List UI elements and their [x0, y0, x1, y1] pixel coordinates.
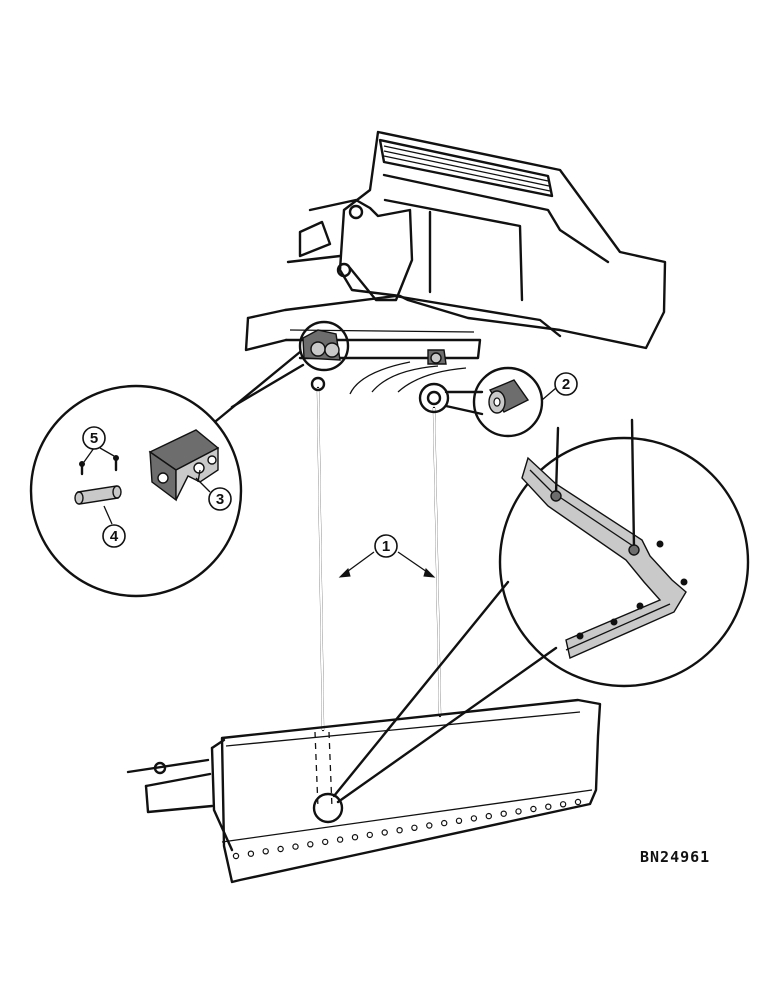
- dozer-blade: [126, 698, 602, 884]
- callout-3-label: 3: [216, 491, 224, 508]
- blade-bolt-holes: [232, 798, 582, 860]
- bolt-hole: [247, 850, 255, 857]
- bolt-hole: [530, 805, 537, 813]
- callout-5: 5: [82, 426, 106, 450]
- bolt-hole: [322, 838, 329, 846]
- bolt-hole: [545, 803, 552, 810]
- bolt-hole: [262, 848, 269, 855]
- figure-reference-code: BN24961: [640, 848, 710, 866]
- bolt-hole: [292, 843, 299, 850]
- bolt-hole: [396, 827, 403, 834]
- bolt-hole: [455, 817, 463, 825]
- bolt-hole: [441, 819, 448, 827]
- bolt-hole: [500, 810, 507, 817]
- callout-4: 4: [102, 524, 126, 548]
- bolt-hole: [277, 845, 284, 853]
- bolt-hole: [559, 801, 567, 808]
- bolt-hole: [470, 815, 478, 822]
- bolt-hole: [515, 808, 522, 815]
- bolt-hole: [232, 852, 240, 860]
- bolt-hole: [307, 841, 314, 848]
- callout-1-label: 1: [382, 538, 390, 555]
- callout-5-label: 5: [90, 430, 98, 447]
- loader-frame: [244, 130, 667, 395]
- bushing-detail: [418, 366, 557, 438]
- callout-2: 2: [554, 372, 578, 396]
- bolt-hole: [574, 798, 582, 806]
- bolt-hole: [411, 824, 418, 832]
- bolt-hole: [381, 829, 388, 836]
- clevis-part: [148, 429, 220, 502]
- bushing-part: [488, 379, 530, 414]
- bolt-hole: [366, 831, 373, 839]
- lift-rod-left: [310, 376, 333, 809]
- lift-rod-right: [426, 390, 442, 718]
- detail-circle-clevis: [29, 320, 350, 598]
- callout-4-label: 4: [110, 528, 119, 545]
- bolt-hole: [485, 812, 492, 820]
- bolt-hole: [426, 822, 433, 829]
- detail-circle-frame: [312, 418, 750, 824]
- callout-2-label: 2: [562, 376, 570, 393]
- callout-1: 1: [338, 534, 436, 578]
- bolt-hole: [336, 836, 344, 843]
- pin-part: [74, 485, 122, 505]
- bolt-hole: [351, 834, 359, 841]
- callout-3: 3: [208, 487, 232, 511]
- cotter-pins: [79, 455, 119, 476]
